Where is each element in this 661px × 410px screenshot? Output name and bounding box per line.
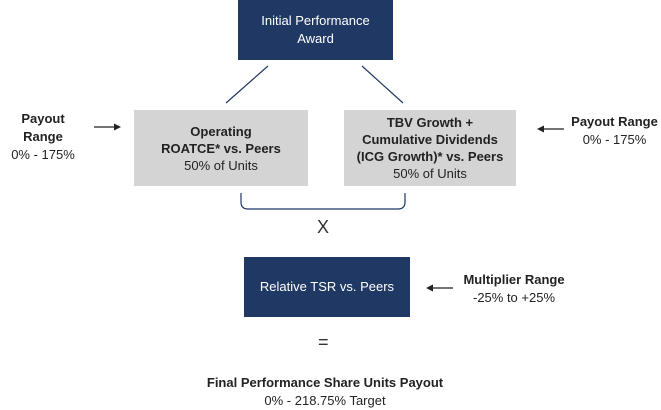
left-payout-value: 0% - 175% xyxy=(11,147,75,162)
right-payout-value: 0% - 175% xyxy=(582,132,647,147)
relative-tsr-box: Relative TSR vs. Peers xyxy=(244,257,410,317)
final-title: Final Performance Share Units Payout xyxy=(206,375,444,390)
right-payout-title: Payout Range xyxy=(571,114,658,129)
connector-top-right xyxy=(361,65,404,104)
final-payout: Final Performance Share Units Payout 0% … xyxy=(170,374,480,410)
arrow-right-payout xyxy=(537,125,564,133)
multiplier-title: Multiplier Range xyxy=(463,272,565,287)
tbv-units: 50% of Units xyxy=(393,166,467,181)
right-payout-range: Payout Range 0% - 175% xyxy=(568,113,661,149)
roatce-line2: ROATCE* vs. Peers xyxy=(161,140,281,156)
tbv-growth-box: TBV Growth + Cumulative Dividends (ICG G… xyxy=(344,110,516,186)
tbv-line1: TBV Growth + xyxy=(386,115,474,130)
tbv-line3: (ICG Growth)* vs. Peers xyxy=(356,149,504,164)
multiplier-range: Multiplier Range -25% to +25% xyxy=(456,271,572,307)
roatce-line1: Operating xyxy=(190,123,252,139)
initial-award-line1: Initial Performance xyxy=(261,13,370,28)
left-payout-range: Payout Range 0% - 175% xyxy=(0,110,86,164)
bracket xyxy=(240,193,406,210)
multiply-symbol: X xyxy=(317,217,330,237)
equals-symbol: = xyxy=(318,332,329,352)
roatce-units: 50% of Units xyxy=(184,157,258,173)
tsr-label: Relative TSR vs. Peers xyxy=(259,279,395,294)
operating-roatce-box: Operating ROATCE* vs. Peers 50% of Units xyxy=(134,110,308,186)
left-payout-title: Payout Range xyxy=(21,111,65,144)
tbv-line2: Cumulative Dividends xyxy=(362,132,498,147)
arrow-multiplier xyxy=(426,284,453,292)
initial-award-line2: Award xyxy=(297,31,334,46)
initial-performance-award-box: Initial Performance Award xyxy=(238,0,393,60)
final-value: 0% - 218.75% Target xyxy=(264,393,386,408)
multiplier-value: -25% to +25% xyxy=(472,290,556,305)
arrow-left-payout xyxy=(94,123,121,131)
connector-top-left xyxy=(225,65,269,104)
